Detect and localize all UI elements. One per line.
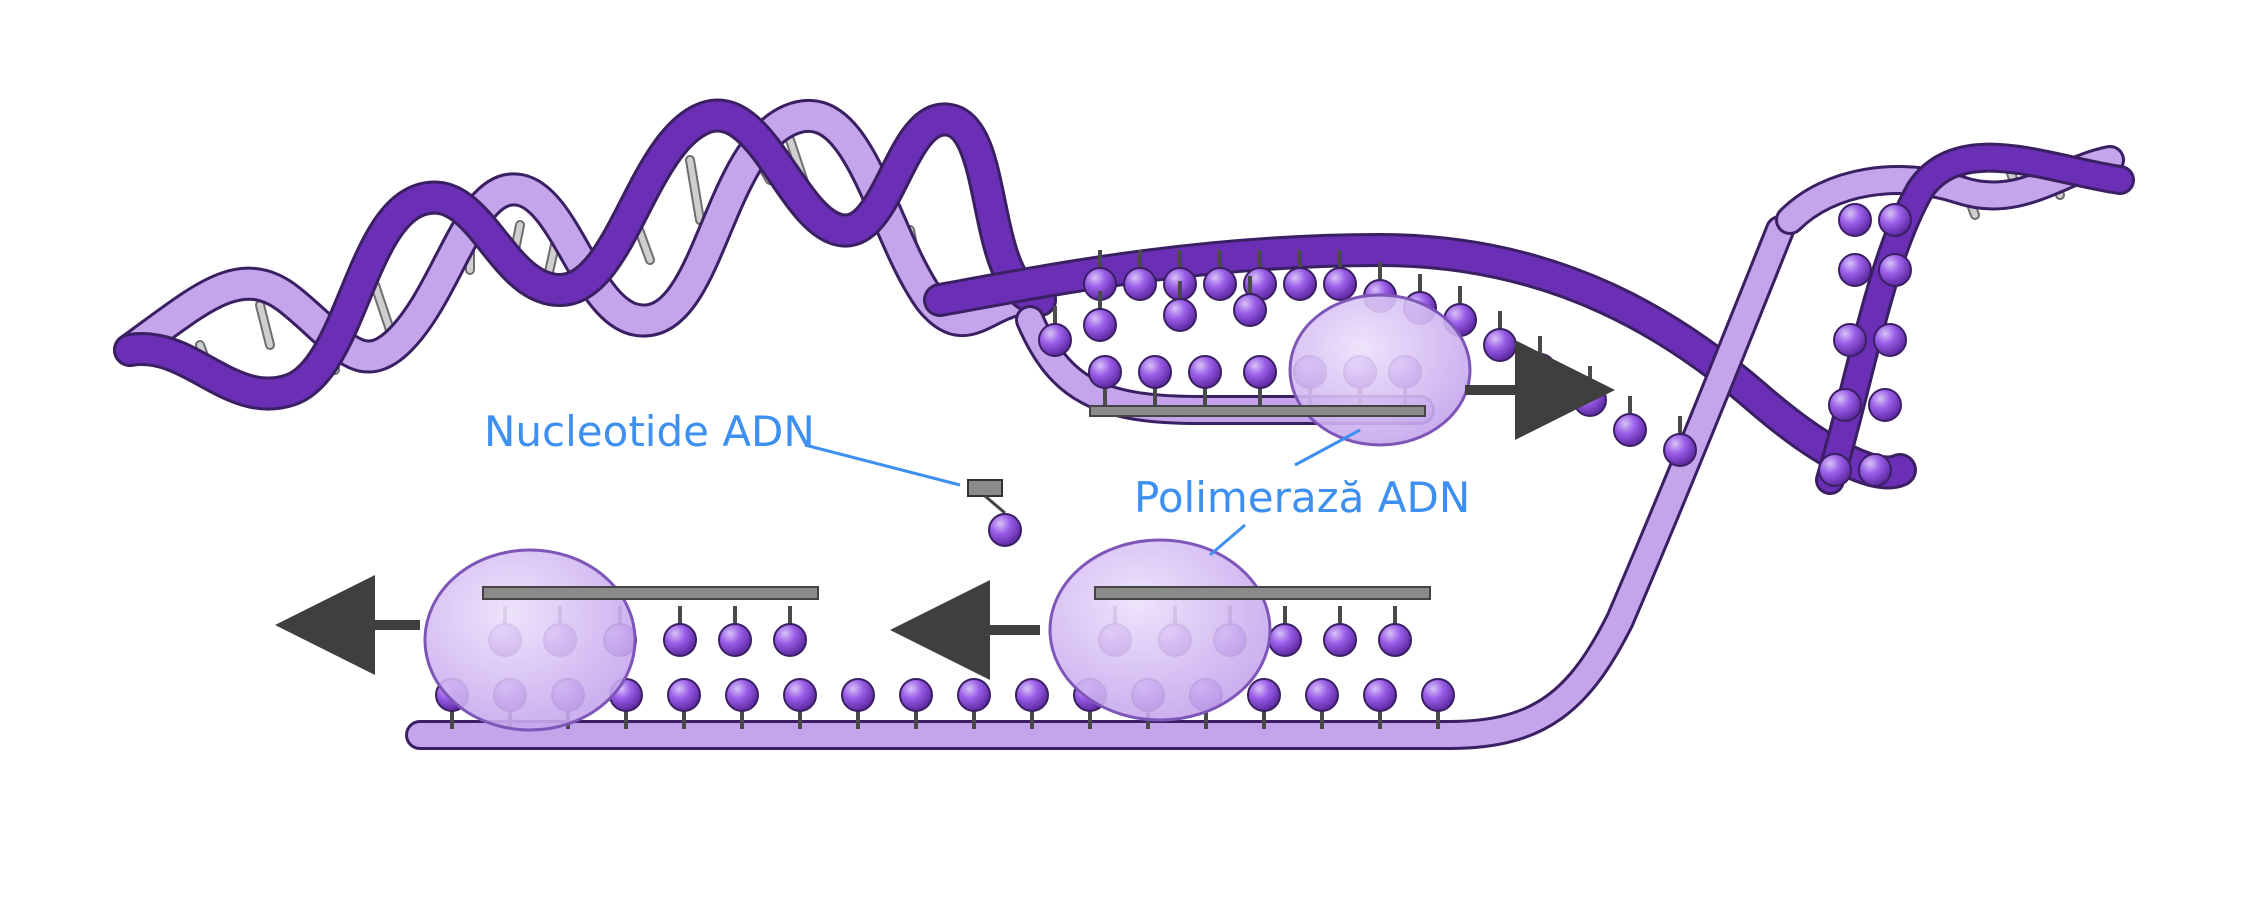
nucleotide — [1233, 276, 1267, 327]
nucleotide — [783, 678, 817, 729]
polymerase-pointer-line-lower — [1209, 523, 1246, 557]
parental-dna-helix — [113, 98, 2065, 411]
nucleotide — [1323, 250, 1357, 301]
nucleotide — [1188, 355, 1222, 406]
nucleotide — [1573, 366, 1607, 417]
nucleotide — [773, 606, 807, 657]
nucleotide — [1268, 606, 1302, 657]
nucleotide — [1123, 250, 1157, 301]
nucleotide — [1203, 250, 1237, 301]
nucleotide-pointer-line — [804, 443, 961, 487]
nucleotide — [1868, 388, 1902, 422]
nucleotide — [957, 678, 991, 729]
nucleotide — [1283, 250, 1317, 301]
free-nucleotide — [967, 479, 1022, 547]
direction-arrows — [275, 340, 1615, 680]
nucleotide — [1523, 336, 1557, 387]
nucleotide — [1243, 355, 1277, 406]
polymerase-label: Polimerază ADN — [1134, 473, 1471, 522]
nucleotide — [1878, 203, 1912, 237]
nucleotide — [667, 678, 701, 729]
nucleotide — [1818, 453, 1852, 487]
polymerase-pointer-line-upper — [1294, 428, 1361, 467]
right-helix-fragment — [1775, 142, 2135, 495]
nucleotide — [1833, 323, 1867, 357]
polymerase-lower-left — [423, 548, 637, 732]
nucleotide — [1483, 311, 1517, 362]
new-strand-upper — [1089, 405, 1426, 417]
nucleotide — [1663, 416, 1697, 467]
nucleotide — [1088, 355, 1122, 406]
nucleotide — [1138, 355, 1172, 406]
nucleotide — [1828, 388, 1862, 422]
new-strand-group — [482, 405, 1431, 600]
nucleotide — [1323, 606, 1357, 657]
nucleotide — [1838, 253, 1872, 287]
nucleotide — [1873, 323, 1907, 357]
nucleotide — [663, 606, 697, 657]
nucleotide — [1838, 203, 1872, 237]
nucleotide — [841, 678, 875, 729]
nucleotide — [1083, 291, 1117, 342]
nucleotide — [1015, 678, 1049, 729]
nucleotide — [1421, 678, 1455, 729]
new-strand-left — [482, 586, 819, 600]
nucleotide — [1613, 396, 1647, 447]
nucleotide — [1363, 678, 1397, 729]
nucleotide — [1378, 606, 1412, 657]
nucleotide — [1305, 678, 1339, 729]
nucleotide — [899, 678, 933, 729]
nucleotide — [725, 678, 759, 729]
nucleotide-label: Nucleotide ADN — [484, 407, 815, 456]
nucleotide — [1038, 306, 1072, 357]
nucleotide — [1878, 253, 1912, 287]
nucleotide — [1858, 453, 1892, 487]
nucleotide — [718, 606, 752, 657]
new-strand-middle — [1094, 586, 1431, 600]
polymerase-upper — [1288, 293, 1472, 447]
nucleotide — [1247, 678, 1281, 729]
nucleotide — [1163, 281, 1197, 332]
polymerase-lower-middle — [1048, 538, 1272, 722]
